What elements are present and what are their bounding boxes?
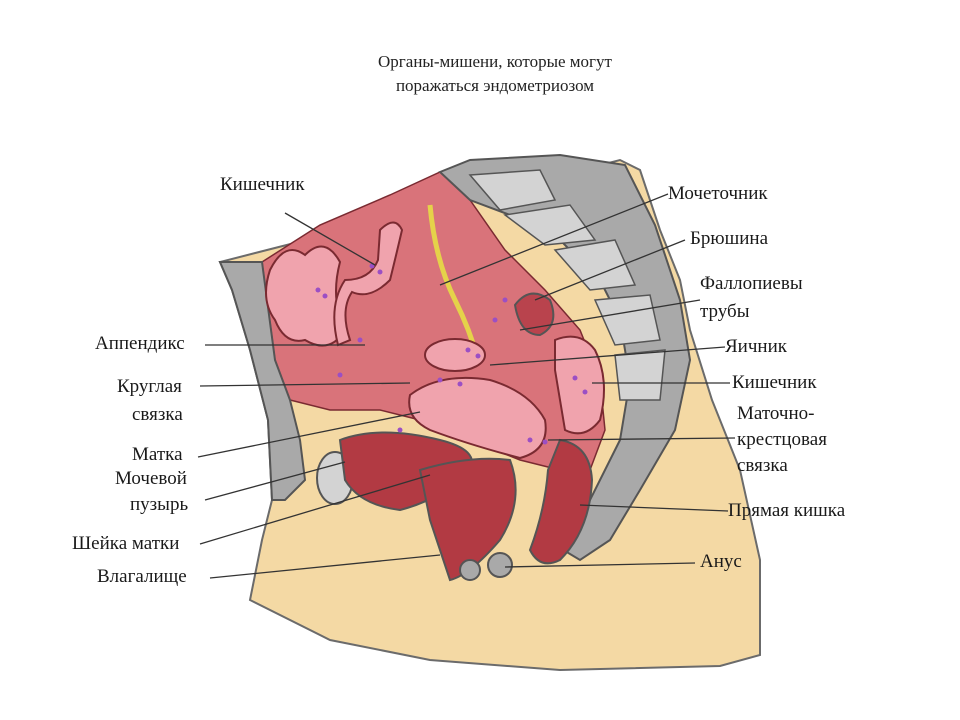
vertebrae (468, 169, 666, 401)
ovary (424, 338, 486, 372)
peritoneum-loop (513, 292, 555, 337)
label-uterus: Матка (132, 444, 183, 465)
label-cervix: Шейка матки (72, 533, 180, 554)
label-bladder-1: Мочевой (115, 468, 187, 489)
label-sacro-1: Маточно- (737, 403, 815, 424)
label-fallopian-2: трубы (700, 301, 750, 322)
label-intestine-right: Кишечник (732, 372, 817, 393)
vagina (418, 457, 517, 582)
diagram-title-line-2: поражаться эндометриозом (395, 76, 595, 95)
intestine-tube (333, 221, 404, 347)
label-fallopian-1: Фаллопиевы (700, 273, 803, 294)
label-appendix: Аппендикс (95, 333, 185, 354)
label-bladder-2: пузырь (130, 494, 189, 515)
intestine-right (554, 335, 605, 435)
leader-lines (197, 193, 736, 579)
label-anus: Анус (700, 551, 742, 572)
endometriosis-lesions (315, 263, 588, 445)
anterior-wall (218, 261, 307, 501)
label-round-ligament-1: Круглая (117, 376, 182, 397)
label-sacro-2: крестцовая (737, 429, 827, 450)
rectum (528, 438, 594, 565)
label-sacro-3: связка (737, 455, 788, 476)
anus-shape (487, 552, 513, 578)
label-intestine-top: Кишечник (220, 174, 305, 195)
label-vagina: Влагалище (97, 566, 187, 587)
label-round-ligament-2: связка (132, 404, 183, 425)
label-rectum: Прямая кишка (728, 500, 846, 521)
label-ureter: Мочеточник (668, 183, 768, 204)
label-peritoneum: Брюшина (690, 228, 769, 249)
perineum-shape (459, 559, 481, 581)
label-ovary: Яичник (725, 336, 787, 357)
diagram-title-line-1: Органы-мишени, которые могут (378, 52, 612, 71)
